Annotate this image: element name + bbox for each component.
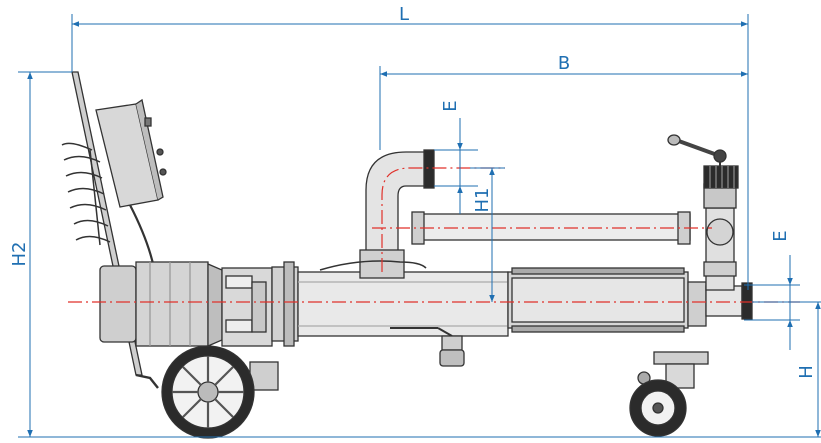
label-L: L xyxy=(399,4,409,25)
drain-valve xyxy=(390,327,465,367)
pump-machine xyxy=(61,71,753,439)
label-E-top: E xyxy=(440,100,461,111)
sensor-cable xyxy=(319,260,427,271)
valve-column xyxy=(703,183,737,291)
cable-coil xyxy=(61,142,111,246)
outlet-coupling xyxy=(687,281,753,327)
elbow-centerline xyxy=(381,167,505,272)
upper-pipe xyxy=(411,211,691,245)
dimensions xyxy=(18,14,821,438)
label-E-right: E xyxy=(770,230,791,241)
label-B: B xyxy=(558,53,570,74)
caster-wheel xyxy=(629,351,709,437)
label-H2: H2 xyxy=(9,242,30,267)
centerlines xyxy=(68,167,800,303)
label-H: H xyxy=(796,365,817,379)
label-H1: H1 xyxy=(472,188,493,213)
large-wheel xyxy=(161,345,279,439)
valve-lever xyxy=(667,134,727,163)
pump-flange xyxy=(271,261,299,347)
power-cable xyxy=(129,204,156,269)
dimension-labels: L B H2 E H1 E H xyxy=(9,4,817,379)
pump-tube xyxy=(297,271,509,337)
bearing-housing xyxy=(221,267,273,347)
gear-cylinder xyxy=(507,267,689,333)
control-box xyxy=(95,98,167,208)
motor xyxy=(99,261,223,347)
valve-knob xyxy=(703,156,739,189)
